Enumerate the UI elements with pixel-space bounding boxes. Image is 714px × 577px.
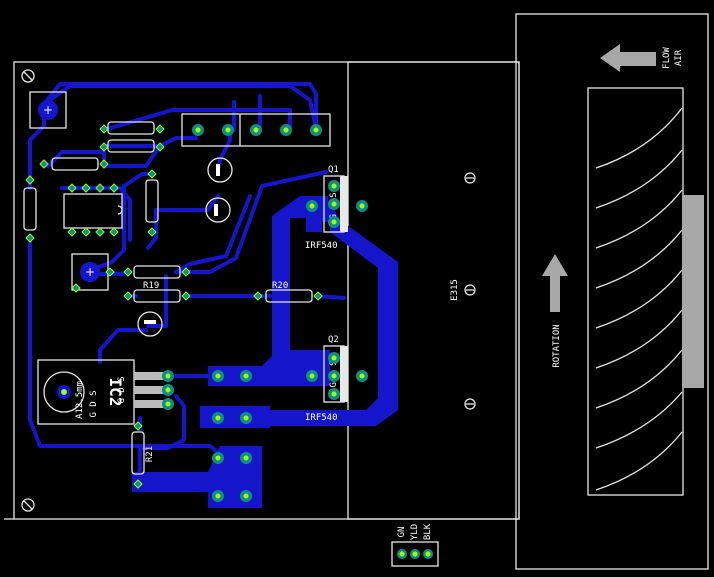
bottom-connector-outline — [391, 541, 439, 567]
connector-gn-label: GN — [397, 527, 407, 538]
r19-label: R19 — [143, 281, 159, 291]
ic2-pins-label-bottom: G D S — [89, 390, 99, 417]
resistors — [23, 121, 313, 475]
fan-blade-frame — [587, 87, 684, 496]
ic2-hole-label: A12.5mm — [75, 381, 85, 419]
rotation-label: ROTATION — [552, 324, 562, 367]
r21-label: R21 — [145, 446, 155, 462]
signal-traces — [28, 82, 346, 488]
component-pads — [162, 180, 368, 502]
top-connector-outline — [181, 113, 331, 147]
rotation-arrow-icon — [542, 254, 568, 312]
fan-housing-outline — [515, 13, 709, 570]
q2-mosfet — [323, 345, 348, 403]
vias — [25, 124, 323, 489]
r20-label: R20 — [272, 281, 288, 291]
air-flow-arrow-icon — [600, 44, 656, 72]
svg-text:+: + — [85, 265, 95, 279]
svg-text:+: + — [43, 103, 53, 117]
heatsink-outline — [347, 61, 520, 520]
flow-label: FLOW — [662, 47, 672, 69]
q2-label: Q2 — [328, 335, 339, 345]
ic2-pins-label: G D S — [117, 376, 127, 403]
power-copper-pours — [132, 196, 398, 508]
q1-mosfet — [323, 175, 348, 233]
fan-blades — [595, 107, 683, 491]
heatsink-label: E315 — [450, 279, 460, 301]
top-connector-pads — [192, 124, 322, 136]
q2-part-label: IRF540 — [305, 413, 338, 423]
connector-blk-label: BLK — [423, 523, 433, 540]
ic2-leads — [134, 372, 168, 408]
q1-label: Q1 — [328, 165, 339, 175]
capacitors — [137, 157, 233, 337]
air-label: AIR — [674, 49, 684, 66]
bottom-connector-pads — [397, 549, 433, 559]
q1-part-label: IRF540 — [305, 241, 338, 251]
mount-holes — [21, 69, 35, 512]
heatsink-mount-holes — [464, 172, 476, 410]
dip-ic — [63, 193, 123, 229]
fan-hub — [682, 195, 704, 388]
trimmer-top: + — [29, 91, 67, 129]
ic2-label: IC2 — [106, 378, 125, 407]
connector-yld-label: YLD — [410, 524, 420, 540]
